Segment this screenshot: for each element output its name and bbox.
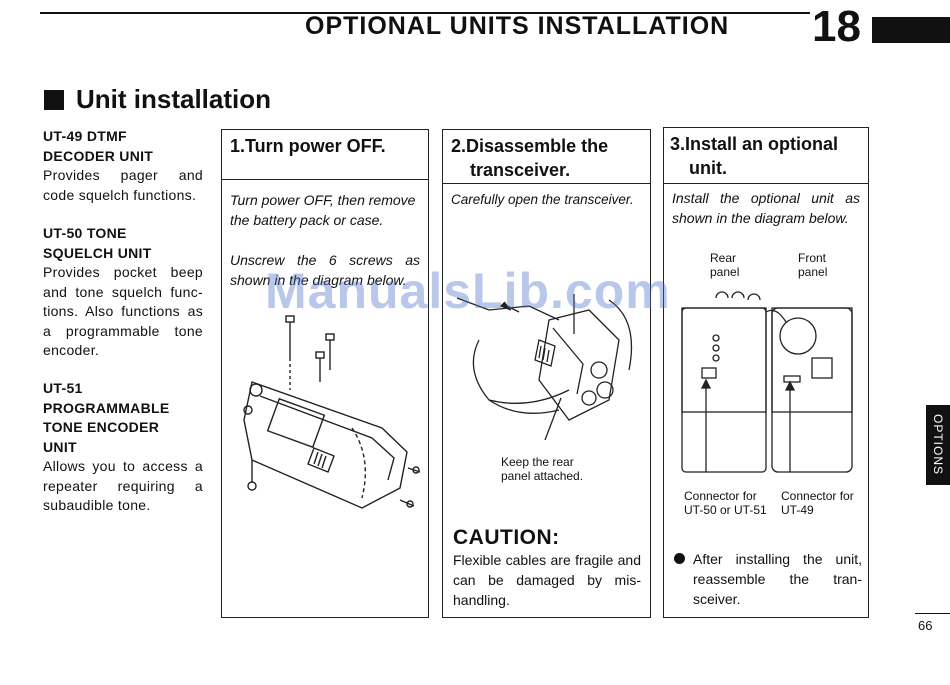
- step-3-box: 3.Install an optional unit. Install the …: [663, 127, 869, 618]
- label-line: Front: [798, 251, 827, 265]
- page-number-rule: [915, 613, 950, 614]
- step-2-text: Carefully open the transceiver.: [443, 184, 650, 210]
- note-line: reassemble the tran-: [693, 571, 862, 587]
- front-panel-label: Front panel: [798, 251, 827, 279]
- label-line: UT-49: [781, 503, 814, 517]
- header-rule: [40, 12, 810, 14]
- open-transceiver-diagram: [681, 291, 853, 473]
- caution-text: Flexible cables are fragile and can be d…: [453, 550, 641, 610]
- note-line: After installing the unit,: [693, 551, 862, 567]
- options-side-tab: OPTIONS: [926, 405, 950, 485]
- chapter-number: 18: [812, 2, 861, 51]
- step-2-title: 2.Disassemble the transceiver.: [443, 130, 650, 184]
- section-title-text: Unit installation: [76, 84, 271, 114]
- step-text-line: Turn power OFF, then remove: [230, 192, 416, 208]
- rear-panel-label: Rear panel: [710, 251, 739, 279]
- label-line: Connector for: [684, 489, 757, 503]
- unit-desc-line: code squelch functions.: [43, 186, 197, 203]
- unit-desc-line: Provides pager and: [43, 167, 203, 183]
- caution-line: handling.: [453, 592, 510, 608]
- unit-name: PROGRAMMABLE: [43, 399, 170, 416]
- step-3-note: After installing the unit, reassemble th…: [674, 549, 862, 609]
- unit-desc-line: subaudible tone.: [43, 497, 151, 513]
- caption-line: panel attached.: [501, 469, 584, 483]
- unit-name: UT-51: [43, 380, 83, 396]
- unit-desc-line: a programmable tone: [43, 322, 203, 339]
- chapter-tab-bar: [872, 17, 950, 43]
- step-3-title-line: unit.: [689, 158, 727, 178]
- step-text-line: Unscrew the 6 screws as: [230, 252, 420, 268]
- label-line: panel: [710, 265, 740, 279]
- page-header-title: OPTIONAL UNITS INSTALLATION: [305, 12, 730, 40]
- step-1-box: 1.Turn power OFF. Turn power OFF, then r…: [221, 129, 429, 618]
- label-line: Connector for: [781, 489, 854, 503]
- unit-name: TONE ENCODER: [43, 419, 160, 435]
- unit-name: DECODER UNIT: [43, 147, 154, 164]
- radio-screws-diagram: [243, 315, 421, 509]
- figure-caption: Keep the rear panel attached.: [501, 455, 583, 483]
- step-text-line: shown in the diagram below.: [230, 272, 407, 288]
- step-text-line: Install the optional unit as: [672, 190, 860, 206]
- unit-desc-line: repeater requiring a: [43, 477, 203, 494]
- watermark: ManualsLib.com: [265, 263, 671, 319]
- connector-left-label: Connector for UT-50 or UT-51: [684, 489, 767, 517]
- unit-ut49: UT-49 DTMF DECODER UNIT Provides pager a…: [43, 127, 203, 205]
- label-line: UT-50 or UT-51: [684, 503, 767, 517]
- unit-ut50: UT-50 TONE SQUELCH UNIT Provides pocket …: [43, 224, 203, 361]
- unit-name: UT-49 DTMF: [43, 128, 127, 144]
- step-1-title: 1.Turn power OFF.: [222, 130, 428, 180]
- unit-desc-line: and tone squelch func-: [43, 283, 203, 300]
- label-line: panel: [798, 265, 828, 279]
- unit-name: UNIT: [43, 438, 77, 455]
- step-3-text: Install the optional unit as shown in th…: [664, 184, 868, 228]
- step-text-spacer: [230, 230, 420, 250]
- step-2-title-line: 2.Disassemble the: [451, 136, 609, 156]
- step-text-line: shown in the diagram below.: [672, 210, 849, 226]
- unit-desc-line: Provides pocket beep: [43, 264, 203, 280]
- step-1-title-line: 1.Turn power OFF.: [230, 136, 386, 156]
- unit-ut51: UT-51 PROGRAMMABLE TONE ENCODER UNIT All…: [43, 379, 203, 516]
- label-line: Rear: [710, 251, 737, 265]
- connector-right-label: Connector for UT-49: [781, 489, 854, 517]
- page-number: 66: [918, 618, 933, 633]
- unit-name: UT-50 TONE: [43, 225, 127, 241]
- caution-title: CAUTION:: [453, 526, 560, 549]
- step-3-title-line: 3.Install an optional: [670, 134, 839, 154]
- note-line: sceiver.: [693, 591, 741, 607]
- step-2-box: 2.Disassemble the transceiver. Carefully…: [442, 129, 651, 618]
- unit-desc-line: Allows you to access a: [43, 458, 203, 474]
- step-2-title-line: transceiver.: [470, 160, 571, 180]
- caution-line: Flexible cables are fragile and: [453, 552, 641, 568]
- disassembly-hands-diagram: [456, 294, 633, 440]
- unit-desc-line: tions. Also functions as: [43, 303, 203, 319]
- step-text-line: the battery pack or case.: [230, 212, 384, 228]
- step-text-line: Carefully open the transceiver.: [451, 192, 634, 207]
- caution-line: can be damaged by mis-: [453, 572, 641, 588]
- step-3-title: 3.Install an optional unit.: [664, 128, 868, 184]
- unit-desc-line: encoder.: [43, 342, 100, 358]
- step-1-text: Turn power OFF, then remove the battery …: [222, 180, 428, 290]
- section-title: Unit installation: [44, 84, 271, 115]
- caption-line: Keep the rear: [501, 455, 574, 469]
- square-bullet-icon: [44, 89, 64, 110]
- bullet-dot-icon: [674, 553, 685, 564]
- unit-name: SQUELCH UNIT: [43, 244, 152, 261]
